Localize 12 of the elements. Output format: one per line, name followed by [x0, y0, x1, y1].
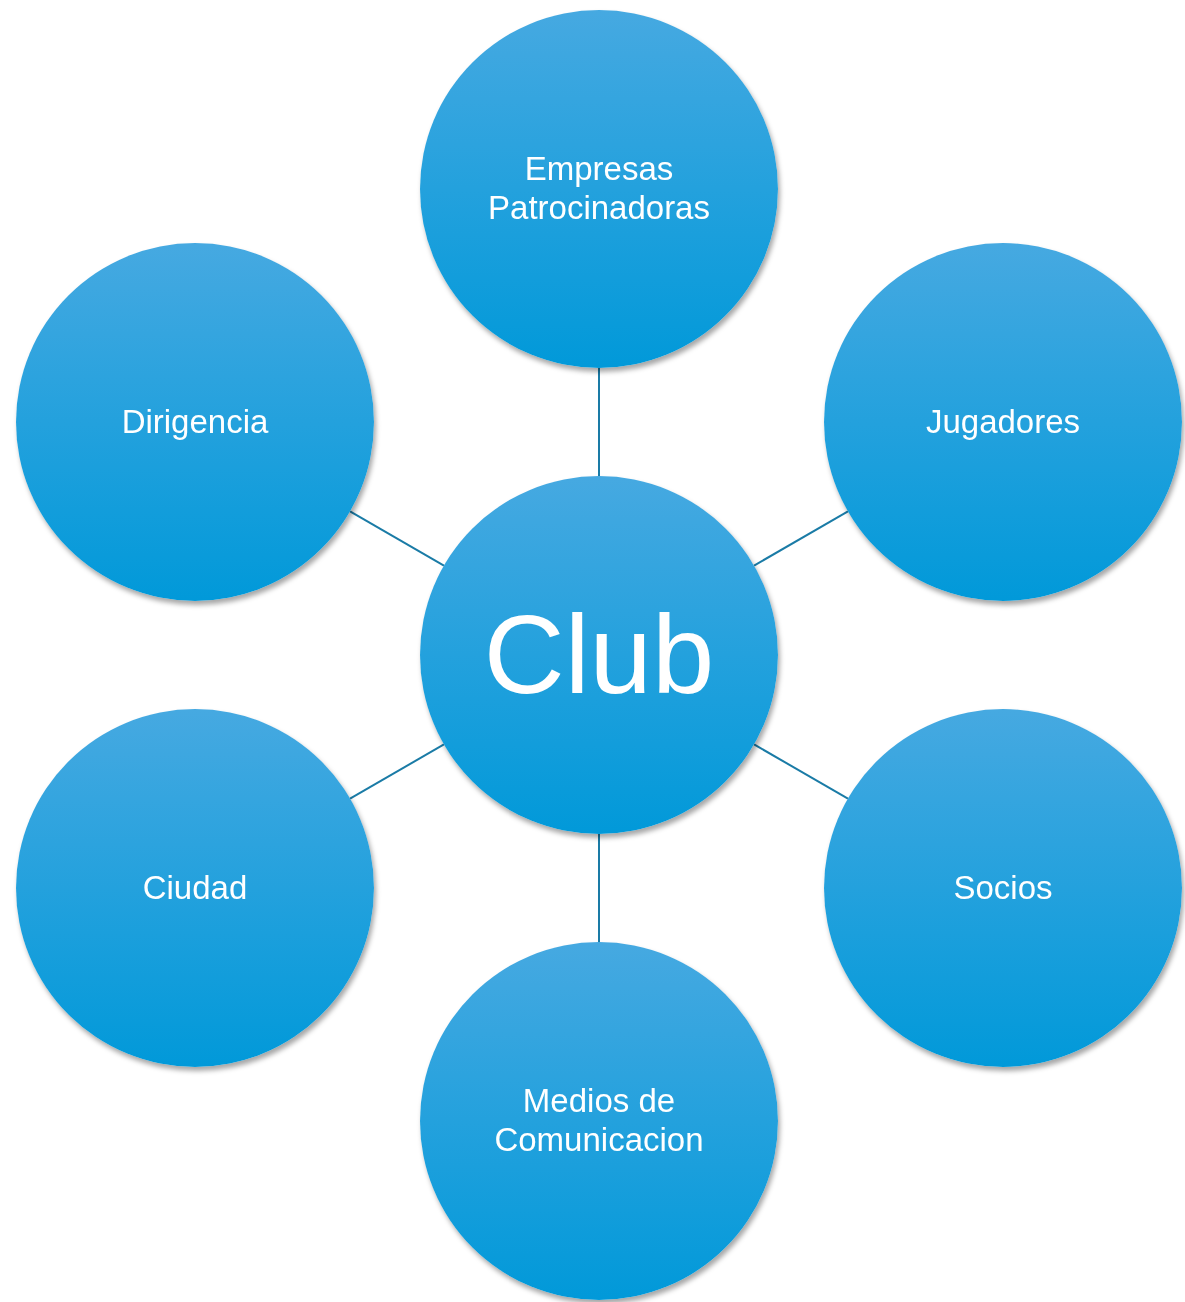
node-label: Socios: [953, 868, 1053, 908]
connector-line: [598, 833, 600, 943]
node-label: Jugadores: [925, 402, 1081, 442]
connector-line: [349, 510, 445, 567]
node-label: Empresas Patrocinadoras: [487, 150, 711, 228]
connector-line: [753, 743, 849, 800]
connector-line: [753, 510, 849, 567]
node-label: Dirigencia: [121, 402, 269, 442]
node-label: Ciudad: [142, 868, 248, 908]
node-label: Club: [483, 599, 715, 711]
node-label: Medios de Comunicacion: [493, 1082, 705, 1160]
connector-line: [598, 367, 600, 477]
